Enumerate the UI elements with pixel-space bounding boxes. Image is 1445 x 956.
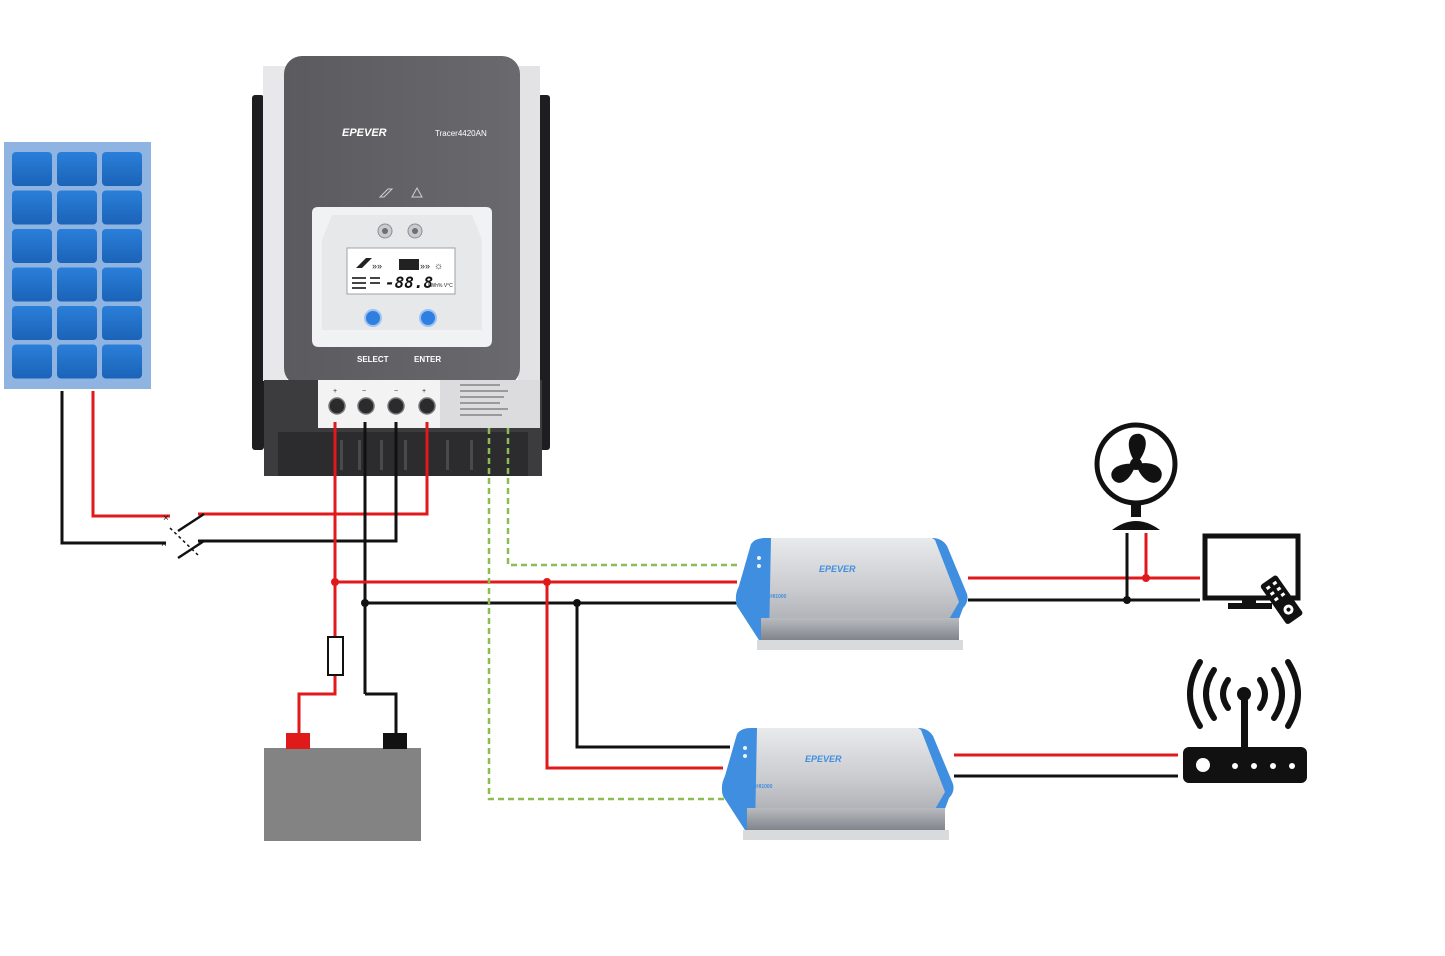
solar-cell (12, 306, 52, 340)
fuse-icon (327, 636, 344, 676)
select-button[interactable] (364, 309, 382, 327)
solar-cell (102, 306, 142, 340)
charge-controller: EPEVER Tracer4420AN »» »» ☼ -88.8 kWh% V… (252, 56, 550, 476)
solar-cell (12, 229, 52, 263)
inverter-2-model: SHI1000 (753, 784, 773, 790)
svg-text:−: − (394, 388, 398, 395)
pv-positive-wire (91, 391, 170, 518)
solar-cell (12, 267, 52, 302)
comm-cable-1 (506, 428, 737, 567)
inverter-1: EPEVER SHI1000 (735, 538, 968, 650)
terminal-screws (328, 397, 436, 415)
pv-positive-to-controller (198, 422, 429, 516)
comm-cable-2 (487, 428, 730, 801)
battery-negative-terminal (383, 733, 407, 749)
inverter-2: EPEVER SHI1000 (721, 728, 954, 840)
inverter-2-brand: EPEVER (805, 754, 842, 764)
solar-cell (57, 190, 97, 225)
inverter-1-model: SHI1000 (767, 594, 787, 600)
status-led-icons (378, 186, 423, 198)
solar-cell (102, 267, 142, 302)
solar-cell (102, 152, 142, 186)
svg-text:×: × (163, 513, 169, 524)
svg-text:»»: »» (372, 261, 382, 271)
remote-control-icon (1260, 575, 1303, 624)
lcd-readout: -88.8 (385, 273, 433, 292)
solar-cell (102, 229, 142, 263)
controller-brand-logo: EPEVER (342, 127, 387, 139)
battery-positive-terminal (286, 733, 310, 749)
svg-text:+: + (333, 388, 337, 395)
switch-icon: × × (161, 512, 205, 560)
fuse-to-battery-wire (297, 675, 337, 735)
solar-cell (57, 267, 97, 302)
terminal-legend (460, 384, 508, 416)
fan-icon (1094, 422, 1178, 530)
solar-panel-icon (4, 142, 151, 389)
battery-icon (264, 733, 421, 841)
enter-button[interactable] (419, 309, 437, 327)
lcd-units: kWh% V°C (428, 283, 453, 289)
wifi-router-icon (1183, 659, 1307, 783)
wiring (60, 391, 1200, 801)
solar-cell (57, 152, 97, 186)
svg-text:☼: ☼ (434, 261, 443, 272)
svg-text:×: × (161, 539, 167, 550)
pv-negative-to-controller (198, 422, 398, 543)
svg-text:»»: »» (420, 261, 430, 271)
svg-text:+: + (422, 388, 426, 395)
enter-button-label: ENTER (414, 355, 441, 364)
pv-negative-wire (60, 391, 166, 545)
solar-cell (57, 229, 97, 263)
solar-cell (57, 306, 97, 340)
comm-port-icons (377, 223, 423, 239)
controller-right-bracket (538, 95, 550, 450)
solar-cell (102, 190, 142, 225)
solar-cell (12, 190, 52, 225)
svg-text:−: − (362, 388, 366, 395)
controller-left-bracket (252, 95, 264, 450)
lcd-display: »» »» ☼ -88.8 kWh% V°C (346, 247, 456, 295)
solar-cell (57, 344, 97, 379)
inverter-1-brand: EPEVER (819, 564, 856, 574)
solar-cell (102, 344, 142, 379)
select-button-label: SELECT (357, 355, 389, 364)
solar-cell (12, 152, 52, 186)
solar-cell (12, 344, 52, 379)
controller-model-label: Tracer4420AN (435, 129, 487, 138)
